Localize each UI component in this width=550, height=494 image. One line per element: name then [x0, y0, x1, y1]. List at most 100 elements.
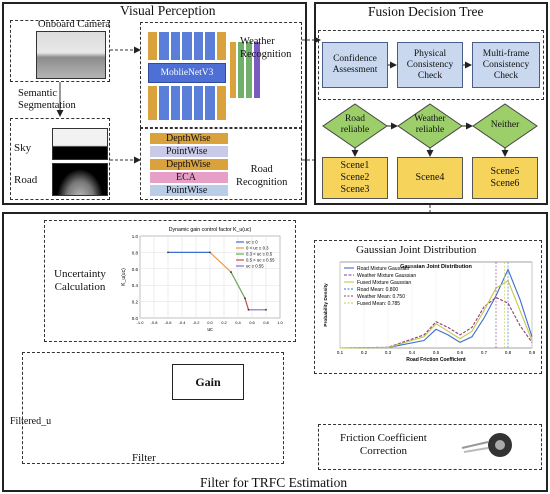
legend-label: uc ≥ 0.55	[246, 264, 264, 269]
gain-chart: Dynamic gain control factor K_u(uc) 0.0 0.…	[118, 222, 290, 338]
x-tick-label: -0.8	[151, 320, 159, 325]
gain-point	[265, 308, 267, 311]
fusion-title: Fusion Decision Tree	[368, 4, 484, 19]
scene-group-2: Scene4	[397, 157, 463, 199]
x-tick-label: 0.9	[529, 350, 536, 355]
gain-point	[247, 308, 250, 311]
multi-frame-consistency-label: Multi-frame Consistency Check	[482, 48, 530, 81]
x-axis-label: Road Friction Coefficient	[406, 357, 466, 363]
camera-box	[10, 20, 110, 82]
x-tick-label: 0.4	[409, 350, 416, 355]
road-layer-5: PointWise	[166, 185, 208, 196]
legend-label: 0.3 < uc ≤ 0.5	[246, 252, 273, 257]
x-tick-label: -0.2	[193, 320, 201, 325]
semantic-segmentation-label: Semantic Segmentation	[18, 88, 76, 111]
road-layer-labels: DepthWise PointWise DepthWise ECA PointW…	[166, 132, 211, 197]
x-tick-label: 0.2	[361, 350, 368, 355]
legend-label: Fused Mixture Gaussian	[357, 280, 411, 286]
backbone-top-blocks	[148, 32, 226, 60]
segmentation-box	[10, 118, 110, 200]
onboard-camera-label: Onboard Camera	[38, 19, 111, 30]
series-line	[339, 279, 533, 349]
weather-recognition-box	[140, 22, 302, 128]
multi-frame-consistency-step: Multi-frame Consistency Check	[472, 42, 540, 88]
physical-consistency-label: Physical Consistency Check	[406, 48, 454, 81]
x-tick-label: 0.4	[235, 320, 241, 325]
filter-box	[22, 352, 284, 464]
x-tick-label: -1.0	[137, 320, 145, 325]
road-layer-3: DepthWise	[166, 159, 211, 170]
weather-reliable-label: Weather reliable	[414, 114, 446, 135]
gain-segment	[244, 298, 250, 310]
gain-label: Gain	[195, 374, 221, 389]
filtered-output-label: Filtered_u	[10, 416, 52, 427]
road-reliable-label: Road reliable	[340, 114, 370, 135]
gain-point	[244, 297, 246, 300]
visual-perception-title: Visual Perception	[120, 3, 216, 18]
friction-correction-label: Friction Coefficient Correction	[340, 432, 427, 457]
x-axis-label: uc	[207, 327, 213, 333]
series-line	[339, 268, 533, 349]
y-tick-label: 0.8	[132, 250, 139, 255]
road-recognition-box	[140, 128, 302, 200]
gain-point	[209, 251, 211, 254]
camera-image	[36, 31, 106, 79]
scene-group-2-label: Scene4	[415, 172, 445, 183]
filter-panel-title: Filter for TRFC Estimation	[200, 475, 348, 490]
x-tick-label: 0.8	[263, 320, 269, 325]
y-tick-label: 0.6	[132, 267, 139, 272]
gaussian-title: Gaussian Joint Distribution	[356, 244, 477, 256]
network-center: MoblieNetV3	[148, 63, 226, 83]
scene-group-3: Scene5 Scene6	[472, 157, 538, 199]
scene-group-1: Scene1 Scene2 Scene3	[322, 157, 388, 199]
scene-group-1-label: Scene1 Scene2 Scene3	[340, 160, 370, 195]
road-recognition-label: Road Recognition	[236, 164, 288, 188]
road-layer-4: ECA	[176, 172, 196, 183]
classifier-head	[230, 42, 260, 98]
chart-title: Gaussian Joint Distribution	[400, 264, 472, 270]
y-axis-label: K_u(uc)	[121, 268, 127, 286]
road-layer-2: PointWise	[166, 146, 208, 157]
weather-recognition-label: Weather Recognition	[240, 36, 292, 60]
road-layer-1: DepthWise	[166, 133, 211, 144]
friction-correction-box	[318, 424, 542, 470]
x-tick-label: 0.6	[249, 320, 255, 325]
legend-label: Weather Mean: 0.750	[357, 294, 405, 300]
road-mask	[52, 163, 108, 196]
legend-label: 0.5 < uc ≤ 0.55	[246, 258, 275, 263]
x-tick-label: 0.0	[207, 320, 213, 325]
x-tick-label: 0.2	[221, 320, 227, 325]
y-tick-label: 0.2	[132, 300, 139, 305]
x-tick-label: 1.0	[277, 320, 283, 325]
gain-segment	[209, 251, 232, 273]
uncertainty-box	[44, 220, 296, 342]
y-tick-label: 1.0	[132, 234, 139, 239]
confidence-assessment-step: Confidence Assessment	[322, 42, 388, 88]
confidence-assessment-label: Confidence Assessment	[332, 54, 378, 75]
legend-label: Road Mean: 0.800	[357, 287, 398, 293]
gain-segment	[230, 271, 246, 299]
physical-consistency-step: Physical Consistency Check	[397, 42, 463, 88]
legend-label: uc ≤ 0	[246, 240, 258, 245]
tire-icon	[460, 432, 518, 458]
chart-title: Dynamic gain control factor K_u(uc)	[169, 227, 252, 233]
x-tick-label: 0.6	[457, 350, 464, 355]
x-tick-label: 0.8	[505, 350, 512, 355]
gain-chart-svg: Dynamic gain control factor K_u(uc) 0.0 0.…	[121, 227, 284, 333]
legend-label: Road Mixture Gaussian	[357, 266, 409, 272]
gain-point	[230, 271, 232, 273]
filter-label: Filter	[132, 452, 156, 464]
sky-label: Sky	[14, 142, 32, 154]
neither-label: Neither	[490, 120, 520, 130]
x-tick-label: -0.6	[165, 320, 173, 325]
x-tick-label: 0.5	[433, 350, 440, 355]
legend-label: 0 < uc ≤ 0.3	[246, 246, 269, 251]
legend-label: Fused Mean: 0.785	[357, 301, 400, 307]
y-axis-label: Probability Density	[323, 283, 329, 327]
backbone-bottom-blocks	[148, 86, 226, 120]
uncertainty-label: Uncertainty Calculation	[54, 268, 106, 293]
gaussian-box	[314, 240, 542, 374]
road-layer-stack	[150, 133, 228, 198]
